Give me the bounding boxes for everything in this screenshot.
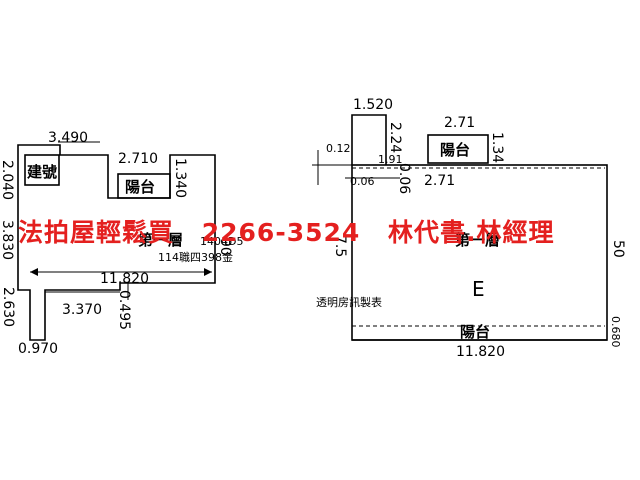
watermark-text-1: 法拍屋輕鬆買 bbox=[18, 218, 175, 247]
left-balcony-label: 陽台 bbox=[125, 178, 155, 196]
left-dim-11820: 11.820 bbox=[100, 271, 149, 287]
left-floor-label: 第一層 bbox=[138, 231, 183, 249]
left-balcony-box bbox=[117, 173, 171, 199]
right-dim-224: 2.24 bbox=[387, 122, 403, 153]
left-dim-90: 90 bbox=[217, 238, 233, 256]
right-dim-0680: 0.680 bbox=[609, 316, 622, 348]
right-dim-271: 2.71 bbox=[424, 173, 455, 189]
right-balcony-bottom-label: 陽台 bbox=[460, 323, 490, 341]
right-dim-11820: 11.820 bbox=[456, 344, 505, 360]
left-building-box bbox=[24, 154, 60, 186]
right-table-title: 透明房訊製表 bbox=[316, 295, 382, 309]
right-dim-50: 50 bbox=[610, 240, 626, 258]
right-dim-191: 1.91 bbox=[378, 153, 403, 166]
right-balcony-top-label: 陽台 bbox=[440, 141, 470, 159]
right-dim-012: 0.12 bbox=[326, 142, 351, 155]
right-floor-plan bbox=[312, 114, 608, 341]
left-dim-3370: 3.370 bbox=[62, 302, 102, 318]
watermark-banner: 法拍屋輕鬆買 2266-3524 林代書.林經理 bbox=[18, 213, 638, 249]
left-dim-2630: 2.630 bbox=[0, 287, 16, 327]
right-balcony-top-box bbox=[427, 134, 489, 164]
watermark-phone: 2266-3524 bbox=[201, 218, 361, 247]
left-dim-3830: 3.830 bbox=[0, 220, 15, 260]
left-dim-3490: 3.490 bbox=[48, 130, 88, 146]
left-dim-2710: 2.710 bbox=[118, 151, 158, 167]
left-dim-2040: 2.040 bbox=[0, 160, 15, 200]
right-dim-75: 7.5 bbox=[332, 235, 348, 257]
right-zone-label: E bbox=[472, 277, 485, 301]
left-stamp-text: 114職四398金 bbox=[158, 250, 233, 264]
right-dim-1520: 1.520 bbox=[353, 97, 393, 113]
left-floor-plan bbox=[17, 141, 216, 341]
left-dim-0970: 0.970 bbox=[18, 341, 58, 357]
left-plan-outline bbox=[17, 144, 216, 341]
left-dim-1340: 1.340 bbox=[172, 158, 188, 198]
right-tower bbox=[351, 114, 387, 165]
left-dim-0495: 0.495 bbox=[116, 290, 132, 330]
right-dim-271-top: 2.71 bbox=[444, 115, 475, 131]
watermark-text-2: 林代書.林經理 bbox=[388, 218, 555, 247]
right-floor-label: 第一層 bbox=[455, 231, 500, 249]
right-dim-006b: 0.06 bbox=[396, 163, 412, 194]
right-plan-outline bbox=[351, 164, 608, 341]
left-area-ref: 1404D5 bbox=[200, 235, 243, 248]
left-building-label: 建號 bbox=[27, 163, 57, 181]
right-dim-006a: 0.06 bbox=[350, 175, 375, 188]
right-dim-134: 1.34 bbox=[489, 132, 505, 163]
